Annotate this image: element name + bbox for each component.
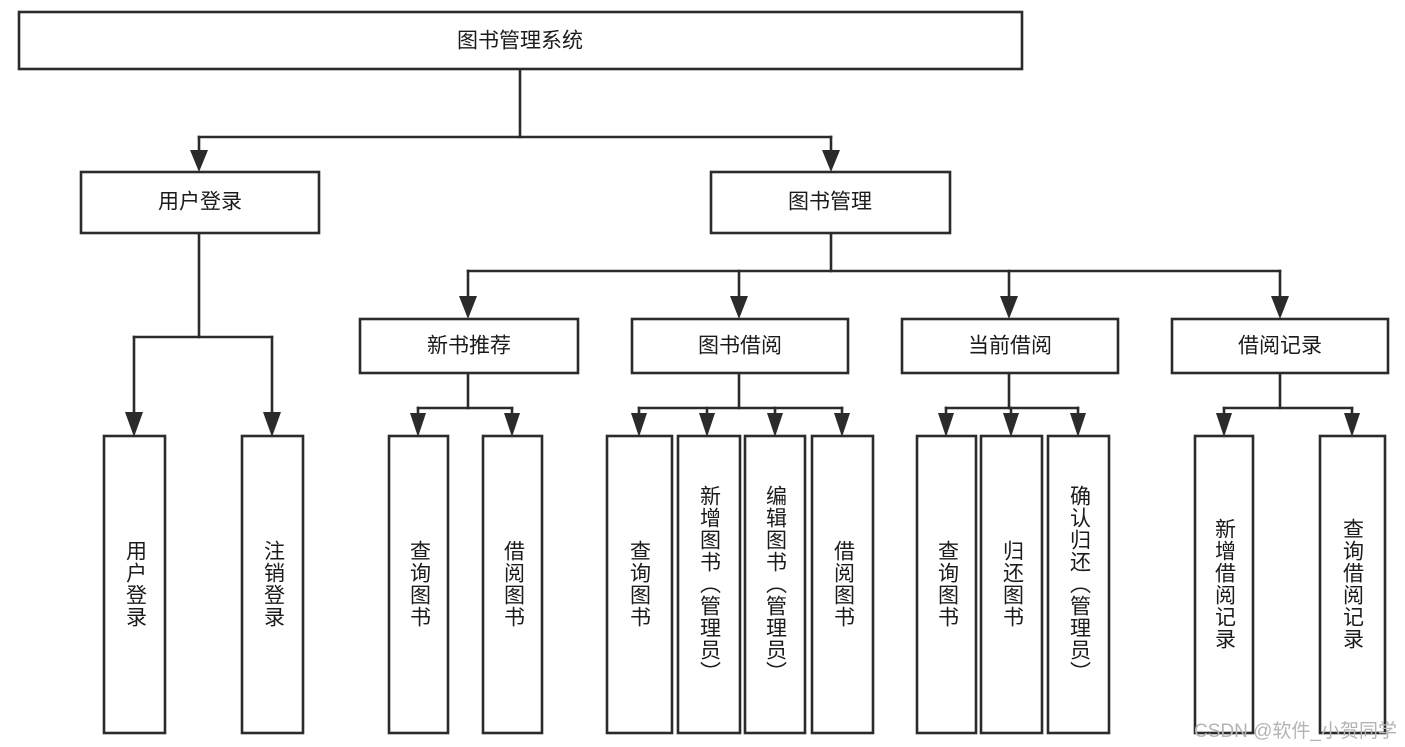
leaf-node[interactable]: 借阅图书 <box>481 434 544 735</box>
leaf-book-borrow-2-box[interactable] <box>743 434 807 735</box>
leaf-node[interactable]: 查询图书 <box>605 434 674 735</box>
leaf-new-book-0-box[interactable] <box>387 434 450 735</box>
node-book-manage[interactable]: 图书管理 <box>709 170 952 235</box>
arrow-head-leaf-borrow-record-1 <box>1344 413 1360 437</box>
node-user-login-box[interactable] <box>79 170 321 235</box>
node-user-login[interactable]: 用户登录 <box>79 170 321 235</box>
leaf-node[interactable]: 借阅图书 <box>810 434 875 735</box>
leaf-book-borrow-2-label: 编辑图书（管理员） <box>764 485 788 683</box>
leaf-node[interactable]: 用户登录 <box>102 434 167 735</box>
leaf-node[interactable]: 编辑图书（管理员） <box>743 434 807 735</box>
arrow-head-current-borrow <box>1000 296 1018 319</box>
arrow-head-leaf-current-borrow-0 <box>938 413 954 437</box>
arrow-head-leaf-user-login-1 <box>263 412 281 437</box>
leaf-current-borrow-1-box[interactable] <box>979 434 1044 735</box>
leaf-node[interactable]: 查询借阅记录 <box>1318 434 1387 735</box>
leaf-node[interactable]: 确认归还（管理员） <box>1046 434 1111 735</box>
node-book-borrow-label: 图书借阅 <box>698 335 782 358</box>
node-book-borrow[interactable]: 图书借阅 <box>630 317 850 375</box>
leaf-node[interactable]: 查询图书 <box>387 434 450 735</box>
arrow-head-borrow-record <box>1271 296 1289 319</box>
leaf-node[interactable]: 归还图书 <box>979 434 1044 735</box>
arrow-head-leaf-current-borrow-2 <box>1070 413 1086 437</box>
leaf-user-login-1-box[interactable] <box>240 434 305 735</box>
node-new-book-recommend-box[interactable] <box>358 317 580 375</box>
node-borrow-record-box[interactable] <box>1170 317 1390 375</box>
leaf-new-book-0-label: 查询图书 <box>408 540 432 628</box>
arrow-head-leaf-book-borrow-1 <box>699 413 715 437</box>
node-current-borrow-label: 当前借阅 <box>968 335 1052 358</box>
leaf-borrow-record-1-box[interactable] <box>1318 434 1387 735</box>
node-borrow-record-label: 借阅记录 <box>1238 335 1322 358</box>
arrow-head-leaf-borrow-record-0 <box>1216 413 1232 437</box>
leaf-user-login-1-label: 注销登录 <box>262 540 286 628</box>
node-current-borrow[interactable]: 当前借阅 <box>900 317 1120 375</box>
leaf-book-borrow-3-box[interactable] <box>810 434 875 735</box>
arrow-head-book-borrow <box>730 296 748 319</box>
leaf-node[interactable]: 查询图书 <box>915 434 978 735</box>
leaf-current-borrow-2-box[interactable] <box>1046 434 1111 735</box>
leaf-current-borrow-1-label: 归还图书 <box>1001 540 1025 628</box>
leaf-book-borrow-3-label: 借阅图书 <box>832 540 856 628</box>
leaf-user-login-0-label: 用户登录 <box>124 540 148 628</box>
leaf-node[interactable]: 注销登录 <box>240 434 305 735</box>
node-user-login-label: 用户登录 <box>158 191 242 214</box>
arrow-head-book-manage <box>822 150 840 172</box>
node-book-borrow-box[interactable] <box>630 317 850 375</box>
arrow-head-leaf-book-borrow-2 <box>767 413 783 437</box>
leaf-borrow-record-1-label: 查询借阅记录 <box>1341 518 1365 650</box>
node-root[interactable]: 图书管理系统 <box>17 10 1024 71</box>
arrow-head-leaf-current-borrow-1 <box>1003 413 1019 437</box>
arrow-head-leaf-book-borrow-3 <box>834 413 850 437</box>
node-book-manage-box[interactable] <box>709 170 952 235</box>
leaf-book-borrow-1-label: 新增图书（管理员） <box>698 485 722 683</box>
connector-layer <box>125 67 1360 437</box>
node-root-box[interactable] <box>17 10 1024 71</box>
arrow-head-user-login <box>190 150 208 172</box>
leaf-user-login-0-box[interactable] <box>102 434 167 735</box>
node-new-book-recommend-label: 新书推荐 <box>427 335 511 358</box>
leaf-current-borrow-0-label: 查询图书 <box>936 540 960 628</box>
node-borrow-record[interactable]: 借阅记录 <box>1170 317 1390 375</box>
arrow-head-leaf-new-book-1 <box>504 413 520 437</box>
arrow-head-leaf-user-login-0 <box>125 412 143 437</box>
leaf-book-borrow-0-label: 查询图书 <box>628 540 652 628</box>
leaf-current-borrow-0-box[interactable] <box>915 434 978 735</box>
leaf-borrow-record-0-label: 新增借阅记录 <box>1213 518 1237 650</box>
leaf-current-borrow-2-label: 确认归还（管理员） <box>1068 485 1092 683</box>
node-current-borrow-box[interactable] <box>900 317 1120 375</box>
node-book-manage-label: 图书管理 <box>788 191 872 214</box>
leaf-book-borrow-1-box[interactable] <box>676 434 742 735</box>
leaf-borrow-record-0-box[interactable] <box>1193 434 1255 735</box>
leaf-node[interactable]: 新增图书（管理员） <box>676 434 742 735</box>
node-root-label: 图书管理系统 <box>457 30 583 53</box>
leaf-node[interactable]: 新增借阅记录 <box>1193 434 1255 735</box>
arrow-head-leaf-book-borrow-0 <box>631 413 647 437</box>
arrow-head-new-book <box>459 296 477 319</box>
leaf-book-borrow-0-box[interactable] <box>605 434 674 735</box>
node-new-book-recommend[interactable]: 新书推荐 <box>358 317 580 375</box>
arrow-head-leaf-new-book-0 <box>410 413 426 437</box>
leaf-new-book-1-label: 借阅图书 <box>502 540 526 628</box>
leaf-new-book-1-box[interactable] <box>481 434 544 735</box>
